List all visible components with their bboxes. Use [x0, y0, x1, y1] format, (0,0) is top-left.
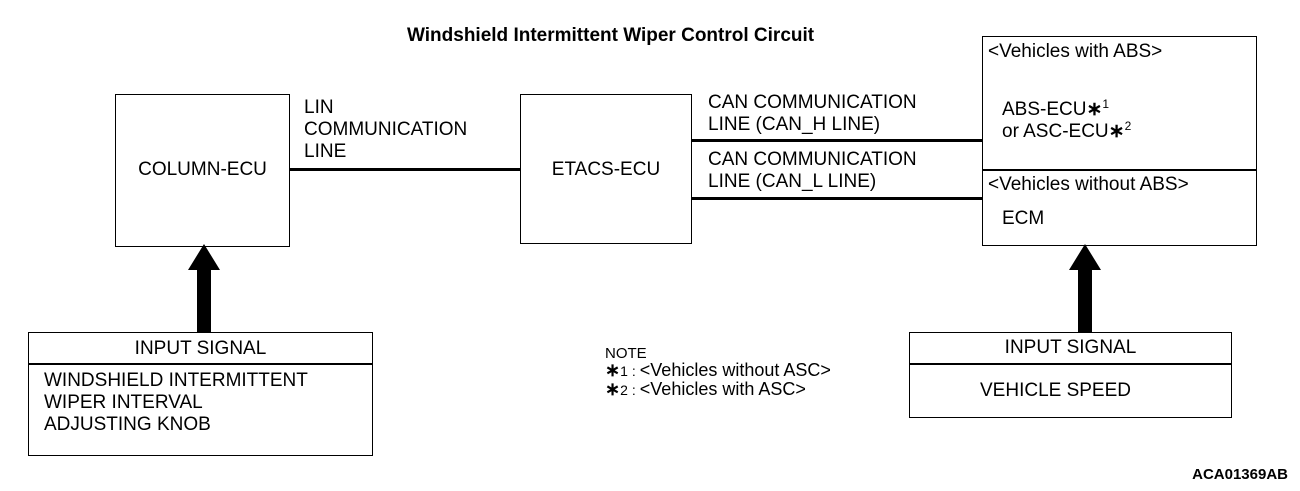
- etacs-ecu-label: ETACS-ECU: [551, 159, 661, 180]
- note-1-asterisk: ∗: [605, 360, 621, 380]
- left-input-signal-box: INPUT SIGNAL WINDSHIELD INTERMITTENT WIP…: [28, 332, 373, 456]
- can-l-connection-line: [692, 197, 982, 200]
- note-1-text: <Vehicles without ASC>: [639, 360, 831, 380]
- right-input-value: VEHICLE SPEED: [980, 380, 1131, 401]
- with-abs-header: <Vehicles with ABS>: [988, 41, 1163, 62]
- note-1-number: 1: [620, 363, 628, 379]
- lin-line-label: LIN COMMUNICATION LINE: [304, 97, 467, 163]
- right-input-divider: [910, 363, 1231, 365]
- column-ecu-label: COLUMN-ECU: [138, 159, 267, 180]
- can-h-label-1: CAN COMMUNICATION: [708, 92, 917, 113]
- lin-line-label-1: LIN: [304, 97, 334, 118]
- note-2-text: <Vehicles with ASC>: [639, 379, 806, 399]
- can-l-label-1: CAN COMMUNICATION: [708, 149, 917, 170]
- note-heading: NOTE: [605, 345, 647, 362]
- left-input-description: WINDSHIELD INTERMITTENT WIPER INTERVAL A…: [44, 370, 308, 436]
- lin-connection-line: [290, 168, 520, 171]
- note-1-separator: :: [631, 363, 636, 379]
- right-input-signal-box: INPUT SIGNAL VEHICLE SPEED: [909, 332, 1232, 418]
- abs-ecu-label: ABS-ECU∗1: [1002, 93, 1109, 121]
- can-h-line-label: CAN COMMUNICATION LINE (CAN_H LINE): [708, 92, 917, 136]
- left-up-arrow-icon: [188, 244, 220, 332]
- asc-ecu-text: or ASC-ECU: [1002, 121, 1109, 142]
- etacs-ecu-box: ETACS-ECU: [520, 94, 692, 244]
- note-2-asterisk: ∗: [605, 379, 621, 399]
- lin-line-label-2: COMMUNICATION: [304, 119, 468, 140]
- right-input-signal-header: INPUT SIGNAL: [1004, 337, 1137, 358]
- abs-ecu-text: ABS-ECU: [1002, 99, 1087, 120]
- left-input-line-1: WINDSHIELD INTERMITTENT: [44, 370, 308, 391]
- can-h-label-2: LINE (CAN_H LINE): [708, 114, 881, 135]
- note-item-1: ∗1:<Vehicles without ASC>: [605, 361, 831, 381]
- without-abs-header: <Vehicles without ABS>: [988, 174, 1189, 195]
- left-input-line-3: ADJUSTING KNOB: [44, 414, 211, 435]
- note-2-separator: :: [631, 382, 636, 398]
- abs-ecu-note-number: 1: [1102, 97, 1110, 111]
- left-input-divider: [29, 363, 372, 365]
- can-h-connection-line: [692, 139, 982, 142]
- abs-ecm-divider: [983, 169, 1256, 171]
- note-2-number: 2: [620, 382, 628, 398]
- left-input-signal-header: INPUT SIGNAL: [134, 338, 267, 359]
- ecm-label: ECM: [1002, 208, 1045, 229]
- right-up-arrow-icon: [1069, 244, 1101, 332]
- asc-ecu-note-number: 2: [1124, 119, 1132, 133]
- abs-ecu-asterisk: ∗: [1086, 99, 1103, 120]
- note-item-2: ∗2:<Vehicles with ASC>: [605, 380, 806, 400]
- can-l-line-label: CAN COMMUNICATION LINE (CAN_L LINE): [708, 149, 917, 193]
- can-l-label-2: LINE (CAN_L LINE): [708, 171, 877, 192]
- abs-ecm-box: <Vehicles with ABS> ABS-ECU∗1 or ASC-ECU…: [982, 36, 1257, 246]
- diagram-title: Windshield Intermittent Wiper Control Ci…: [407, 25, 815, 46]
- left-input-line-2: WIPER INTERVAL: [44, 392, 203, 413]
- asc-ecu-asterisk: ∗: [1108, 121, 1125, 142]
- figure-code: ACA01369AB: [1192, 466, 1288, 483]
- lin-line-label-3: LINE: [304, 141, 347, 162]
- column-ecu-box: COLUMN-ECU: [115, 94, 290, 247]
- asc-ecu-label: or ASC-ECU∗2: [1002, 115, 1131, 143]
